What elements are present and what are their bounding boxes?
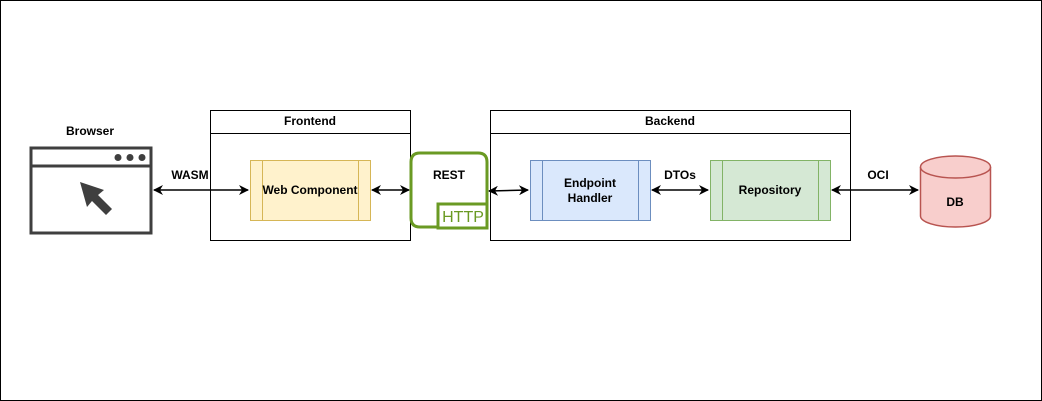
browser-window-icon	[29, 146, 153, 235]
http-badge: HTTP	[442, 209, 484, 226]
cursor-icon	[80, 182, 112, 215]
endpoint-handler-label-line2: Handler	[568, 191, 613, 205]
web-component-box	[250, 160, 371, 221]
database-cylinder-icon	[919, 155, 992, 228]
rest-label: REST	[433, 168, 466, 182]
endpoint-handler-label-line1: Endpoint	[564, 176, 616, 190]
frontend-title: Frontend	[284, 114, 336, 128]
dtos-label: DTOs	[664, 168, 696, 182]
web-component-label: Web Component	[262, 183, 357, 197]
rest-http-icon	[409, 151, 489, 230]
oci-label: OCI	[867, 168, 888, 182]
repository-box	[710, 160, 831, 221]
browser-label: Browser	[66, 124, 114, 138]
db-label: DB	[946, 195, 964, 209]
rest-backend-connector	[488, 185, 529, 196]
wasm-label: WASM	[171, 168, 208, 182]
repository-label: Repository	[739, 183, 802, 197]
backend-title: Backend	[645, 114, 695, 128]
endpoint-handler-box	[530, 160, 651, 221]
